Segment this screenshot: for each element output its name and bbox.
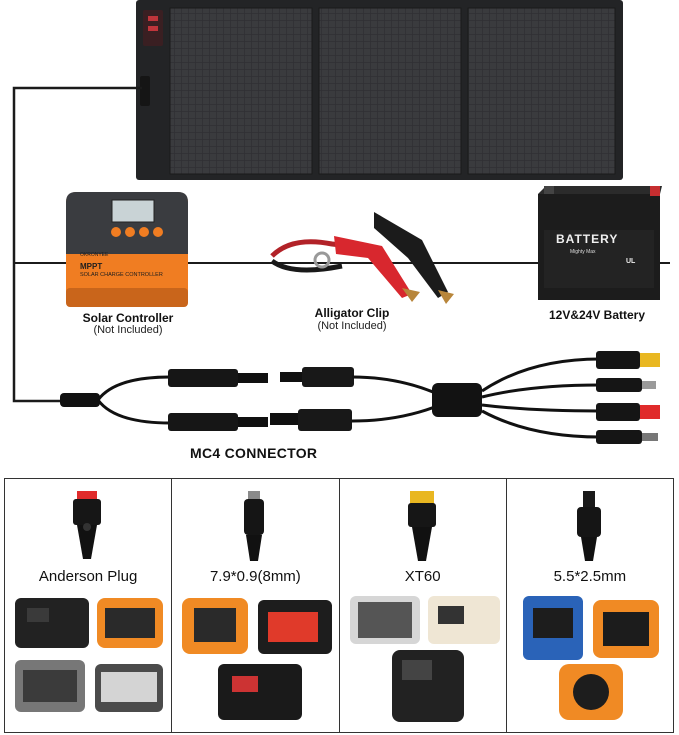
cell-5-5mm: 5.5*2.5mm xyxy=(507,479,673,732)
dc-5521-plug-icon xyxy=(576,491,601,561)
mc4-connector-image xyxy=(60,351,660,444)
connector-title: Anderson Plug xyxy=(38,568,138,585)
solar-controller-note: (Not Included) xyxy=(93,324,163,336)
solar-controller-image xyxy=(66,192,188,307)
battery-ul-mark: UL xyxy=(626,258,636,265)
battery-label: 12V&24V Battery xyxy=(548,308,646,322)
cell-anderson: Anderson Plug xyxy=(5,479,173,732)
compatible-power-stations xyxy=(522,596,659,720)
controller-brand: OKRONYEE xyxy=(80,252,109,258)
alligator-clip-note: (Not Included) xyxy=(317,320,387,332)
connector-title: 7.9*0.9(8mm) xyxy=(209,568,301,585)
compatible-power-stations xyxy=(182,598,333,720)
controller-model: MPPT xyxy=(80,262,103,271)
dc-7909-plug-icon xyxy=(244,491,265,561)
compatible-power-stations xyxy=(15,598,163,712)
controller-subtitle: SOLAR CHARGE CONTROLLER xyxy=(80,272,163,278)
alligator-clip-image xyxy=(270,212,454,304)
xt60-plug-icon xyxy=(407,491,436,561)
compatible-power-stations xyxy=(349,596,500,722)
connector-title: 5.5*2.5mm xyxy=(553,568,627,585)
battery-image xyxy=(538,186,662,300)
mc4-connector-label: MC4 CONNECTOR xyxy=(190,445,318,461)
battery-brand: BATTERY xyxy=(556,232,619,246)
solar-panel xyxy=(12,0,670,403)
battery-small-text: Mighty Max xyxy=(570,249,596,255)
connector-title: XT60 xyxy=(404,568,441,585)
cell-xt60: XT60 xyxy=(340,479,507,732)
cell-7-9mm: 7.9*0.9(8mm) xyxy=(172,479,340,732)
alligator-clip-label: Alligator Clip xyxy=(314,306,390,320)
anderson-plug-icon xyxy=(73,491,101,559)
compatibility-grid: Anderson Plug 7.9*0.9(8mm) xyxy=(4,478,674,733)
solar-controller-label: Solar Controller xyxy=(82,311,174,325)
